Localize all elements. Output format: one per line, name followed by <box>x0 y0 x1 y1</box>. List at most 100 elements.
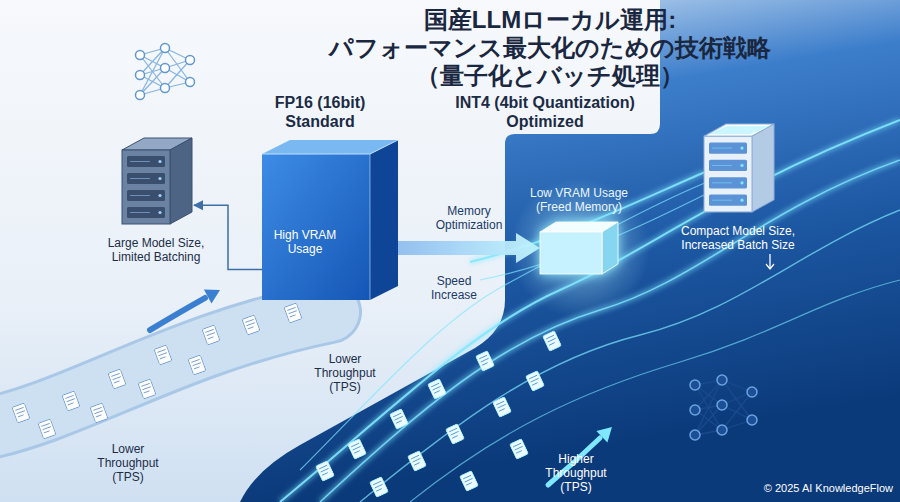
document-icons <box>543 331 562 352</box>
document-icons <box>188 355 206 375</box>
network-icon <box>717 425 727 435</box>
node-label: Compact Model Size, Increased Batch Size <box>675 224 801 252</box>
server-icon <box>127 207 165 218</box>
server-icon <box>130 195 150 196</box>
server-icon <box>712 148 732 149</box>
server-icon <box>130 161 150 162</box>
network-icon <box>161 44 170 53</box>
data-stream <box>280 120 900 502</box>
node-label: Large Model Size, Limited Batching <box>96 236 216 264</box>
document-icons <box>408 451 427 472</box>
document-icons <box>526 371 545 392</box>
server-icon <box>127 190 165 201</box>
trend-arrow <box>204 290 220 304</box>
document-icons <box>428 379 447 400</box>
network-icon <box>136 44 195 100</box>
network-icon <box>722 392 752 430</box>
server-icon <box>118 136 194 226</box>
diagram-title: 国産LLMローカル運用: パフォーマンス最大化のための技術戦略 （量子化とバッチ… <box>300 6 800 90</box>
server-icon <box>130 212 150 213</box>
document-icons <box>446 424 465 445</box>
document-icons <box>202 325 220 345</box>
server-icon <box>704 136 752 212</box>
server-icon <box>158 211 161 214</box>
memory-cube <box>370 154 371 300</box>
server-icon <box>130 178 150 179</box>
data-stream <box>410 280 900 502</box>
memory-cube <box>602 222 618 274</box>
document-icons <box>390 409 409 430</box>
panel-heading: FP16 (16bit) Standard <box>258 93 382 131</box>
memory-cube: Low VRAM Usage (Freed Memory) <box>540 222 618 274</box>
network-icon <box>161 84 170 93</box>
server-icon: Compact Model Size, Increased Batch Size <box>700 122 776 214</box>
node-label: Low VRAM Usage (Freed Memory) <box>527 186 631 214</box>
throughput-note: Higher Throughput (TPS) <box>540 452 612 494</box>
network-icon <box>186 56 195 65</box>
memory-cube: High VRAM Usage <box>262 140 398 300</box>
document-icons <box>370 477 389 498</box>
server-icon <box>122 150 170 224</box>
network-icon <box>717 400 727 410</box>
network-icon <box>690 380 700 390</box>
memory-cube <box>540 232 602 274</box>
pointer-arrow <box>766 254 774 269</box>
network-icon <box>690 375 757 440</box>
server-icon: Large Model Size, Limited Batching <box>118 136 194 226</box>
data-stream <box>320 160 900 502</box>
server-icon <box>740 146 743 149</box>
arrow-note: Speed Increase <box>425 274 483 302</box>
server-icon <box>740 164 743 167</box>
document-icons <box>316 461 335 482</box>
network-icon <box>717 375 727 385</box>
network-icon <box>161 64 170 73</box>
network-icon <box>186 78 195 87</box>
connector-arrow <box>398 233 540 263</box>
data-stream <box>360 210 900 502</box>
document-icons <box>108 369 126 389</box>
document-icons <box>242 315 260 335</box>
trend-arrow <box>596 427 612 443</box>
server-icon <box>709 160 747 171</box>
memory-cube <box>370 140 398 300</box>
panel-heading: INT4 (4bit Quantization) Optimized <box>435 93 655 131</box>
server-icon <box>709 177 747 188</box>
memory-cube <box>262 154 370 300</box>
data-stream <box>280 120 900 502</box>
document-icons <box>154 345 172 365</box>
data-road <box>0 312 330 430</box>
server-icon <box>700 122 776 214</box>
network-icon <box>690 375 757 440</box>
data-road <box>0 312 330 430</box>
server-icon <box>708 126 770 134</box>
memory-cube <box>262 140 398 300</box>
document-icons <box>138 379 156 399</box>
trend-arrow <box>150 290 220 330</box>
network-icon <box>136 71 145 80</box>
network-icon <box>136 91 145 100</box>
server-icon <box>712 165 732 166</box>
server-icon <box>712 182 732 183</box>
server-icon <box>127 173 165 184</box>
server-icon <box>158 194 161 197</box>
document-icons <box>348 439 367 460</box>
network-icon <box>690 430 700 440</box>
network-icon <box>747 387 757 397</box>
server-icon <box>158 177 161 180</box>
document-icons <box>90 403 108 423</box>
throughput-note: Lower Throughput (TPS) <box>95 442 161 484</box>
server-icon <box>712 200 732 201</box>
server-icon <box>709 142 747 153</box>
server-icon <box>740 199 743 202</box>
data-stream <box>320 160 900 502</box>
server-icon <box>127 156 165 167</box>
server-icon <box>740 181 743 184</box>
node-label: High VRAM Usage <box>268 228 342 256</box>
edge-label: Memory Optimization <box>432 204 506 232</box>
memory-cube <box>262 140 398 154</box>
pointer-arrow <box>766 264 774 269</box>
memory-cube <box>540 222 618 274</box>
document-icons <box>12 403 30 423</box>
network-icon <box>747 415 757 425</box>
